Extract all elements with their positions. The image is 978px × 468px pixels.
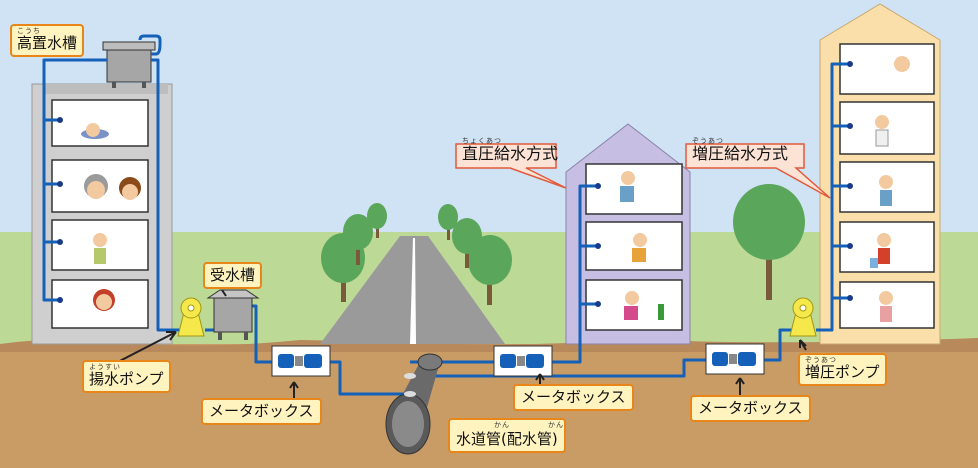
direct-method-label: ちょくあつ 直圧給水方式 bbox=[462, 137, 559, 163]
right-building bbox=[819, 3, 941, 345]
boost-method-callout bbox=[685, 143, 831, 199]
water-main-label: かん かん 水道管(配水管) bbox=[448, 418, 566, 453]
meter-box-3-unit bbox=[705, 343, 765, 375]
receiving-tank bbox=[206, 289, 260, 340]
elevated-tank bbox=[102, 41, 156, 88]
faucets bbox=[57, 61, 853, 307]
booster-pump-label: ぞうあつ 増圧ポンプ bbox=[798, 353, 887, 386]
boost-method-label: ぞうあつ 増圧給水方式 bbox=[692, 137, 789, 163]
water-main-pipe bbox=[385, 353, 443, 455]
direct-method-callout bbox=[455, 143, 567, 189]
meter-box-label-2: メータボックス bbox=[513, 384, 634, 411]
ground bbox=[0, 344, 978, 468]
booster-pump-unit bbox=[789, 297, 817, 337]
middle-building bbox=[565, 123, 691, 345]
meter-box-label-1: メータボックス bbox=[201, 398, 322, 425]
meter-box-1-unit bbox=[271, 345, 331, 377]
roadside-trees bbox=[321, 184, 805, 305]
meter-box-2-unit bbox=[493, 345, 553, 377]
lifting-pump bbox=[177, 297, 205, 337]
pump-label: ようすい 揚水ポンプ bbox=[82, 360, 171, 393]
residents bbox=[81, 56, 910, 322]
receiving-tank-label: 受水槽 bbox=[203, 262, 263, 289]
meter-box-label-3: メータボックス bbox=[690, 395, 811, 422]
elevated-tank-label: こうち 高置水槽 bbox=[10, 24, 85, 57]
